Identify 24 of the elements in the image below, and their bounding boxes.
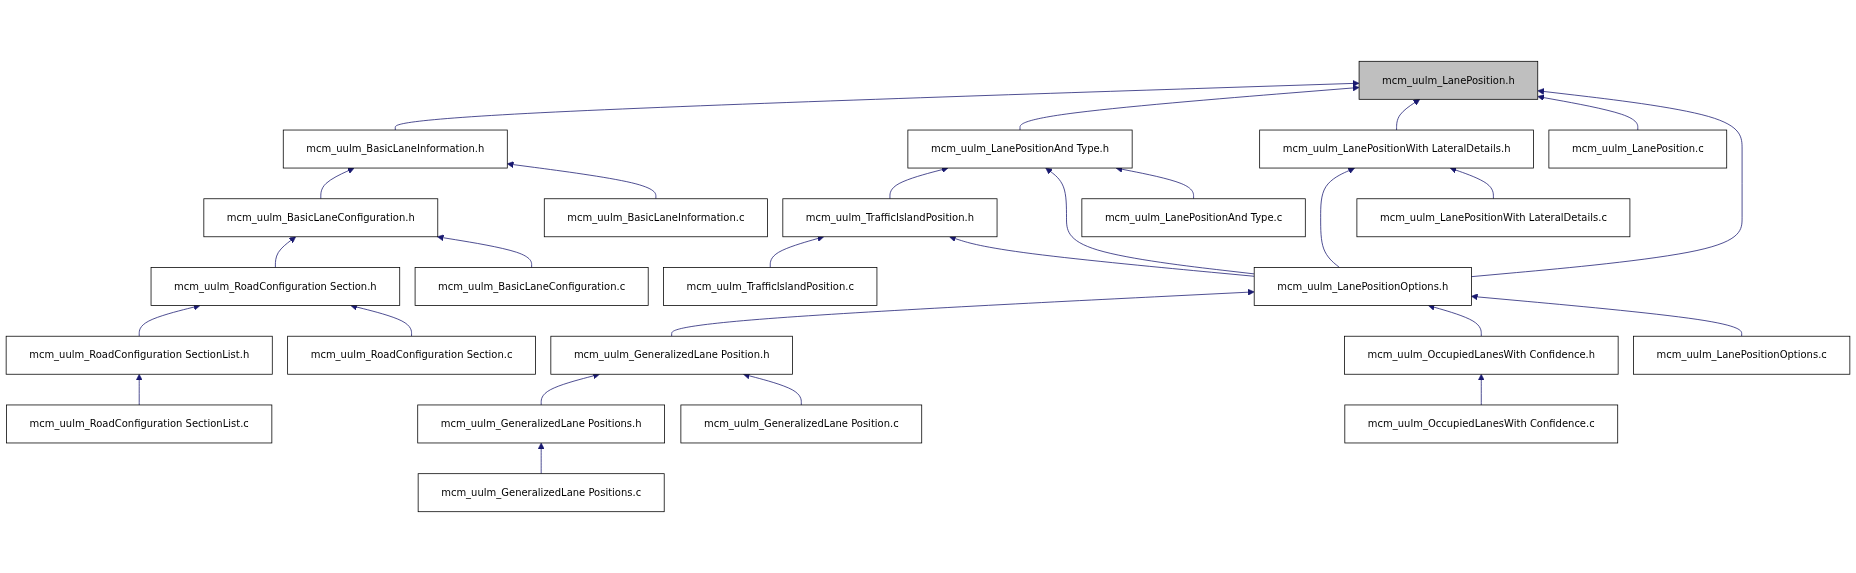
node-box: mcm_uulm_BasicLaneInformation.c xyxy=(543,198,768,238)
node-box: mcm_uulm_BasicLaneConfiguration.c xyxy=(414,267,649,306)
node-box: mcm_uulm_BasicLaneInformation.h xyxy=(282,129,508,169)
node-box: mcm_uulm_LanePositionOptions.h xyxy=(1253,267,1472,306)
node-box: mcm_uulm_TrafficIslandPosition.h xyxy=(782,198,998,238)
node-box: mcm_uulm_GeneralizedLane Positions.h xyxy=(417,404,665,444)
node-box: mcm_uulm_GeneralizedLane Positions.c xyxy=(417,473,665,513)
node-box: mcm_uulm_GeneralizedLane Position.c xyxy=(680,404,923,444)
node-box: mcm_uulm_LanePosition.h xyxy=(1358,60,1539,100)
node-box: mcm_uulm_RoadConfiguration SectionList.h xyxy=(5,335,273,375)
node-box: mcm_uulm_LanePosition.c xyxy=(1548,129,1728,169)
node-box: mcm_uulm_TrafficIslandPosition.c xyxy=(663,267,878,306)
node-box: mcm_uulm_RoadConfiguration SectionList.c xyxy=(6,404,273,444)
node-box: mcm_uulm_LanePositionWith LateralDetails.h xyxy=(1259,129,1534,169)
node-box: mcm_uulm_RoadConfiguration Section.h xyxy=(150,267,401,306)
node-box: mcm_uulm_RoadConfiguration Section.c xyxy=(287,335,536,375)
node-box: mcm_uulm_BasicLaneConfiguration.h xyxy=(203,198,439,238)
node-box: mcm_uulm_OccupiedLanesWith Confidence.c xyxy=(1344,404,1619,444)
node-box: mcm_uulm_LanePositionAnd Type.h xyxy=(907,129,1133,169)
node-box: mcm_uulm_GeneralizedLane Position.h xyxy=(550,335,793,375)
node-box: mcm_uulm_LanePositionOptions.c xyxy=(1633,335,1851,375)
node-box: mcm_uulm_OccupiedLanesWith Confidence.h xyxy=(1344,335,1619,375)
node-box: mcm_uulm_LanePositionWith LateralDetails.c xyxy=(1356,198,1631,238)
node-box: mcm_uulm_LanePositionAnd Type.c xyxy=(1081,198,1306,238)
